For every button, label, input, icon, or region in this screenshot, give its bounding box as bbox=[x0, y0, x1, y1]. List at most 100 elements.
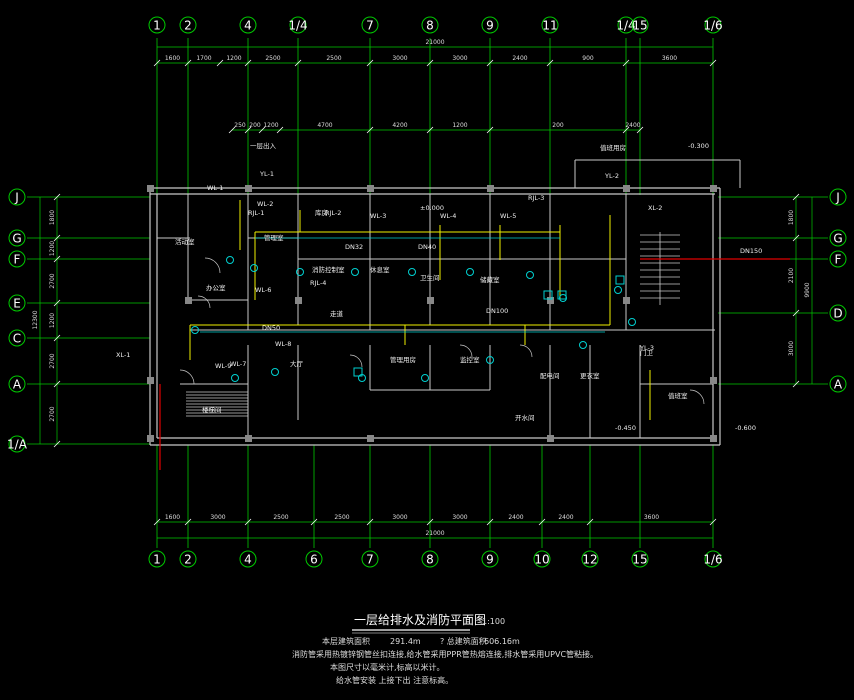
dim-top-tick-6 bbox=[426, 59, 434, 67]
axis-left-5-label: A bbox=[13, 378, 22, 392]
axis-top-8-label: 1/4 bbox=[616, 19, 635, 33]
axis-top-6-label: 9 bbox=[486, 19, 494, 33]
axis-bottom-1-label: 2 bbox=[184, 553, 192, 567]
axis-left-1-circle bbox=[8, 229, 26, 247]
dim-left-tick-5 bbox=[53, 380, 61, 388]
axis-bottom-8-circle bbox=[581, 550, 599, 568]
column-14 bbox=[295, 297, 302, 304]
dim-left-tick-3 bbox=[53, 299, 61, 307]
fixture-5 bbox=[559, 294, 567, 302]
room-label-8: 门卫 bbox=[640, 348, 654, 357]
axis-left-0-label: J bbox=[14, 191, 19, 205]
room-label-6: 储藏室 bbox=[480, 275, 500, 284]
dim-left-text-3: 1200 bbox=[49, 313, 56, 328]
axis-top-3-circle bbox=[289, 16, 307, 34]
dim-top-text-5: 3000 bbox=[392, 55, 407, 62]
room-label-7: 楼梯间 bbox=[202, 405, 222, 414]
dim-right-total: 9900 bbox=[804, 282, 811, 297]
dim-top-tick-7 bbox=[486, 59, 494, 67]
fixture-box-2 bbox=[353, 367, 363, 377]
dim-top-text-1: 1700 bbox=[196, 55, 211, 62]
axis-right-0-label: J bbox=[835, 191, 840, 205]
dim-top-text-3: 2500 bbox=[265, 55, 280, 62]
dim-top-text-8: 900 bbox=[582, 55, 594, 62]
column-10 bbox=[367, 435, 374, 442]
dim-left-total: 12300 bbox=[32, 310, 39, 329]
axis-bottom-7-label: 10 bbox=[534, 553, 549, 567]
elevation-2: -0.600 bbox=[735, 424, 756, 432]
axis-bottom-4-label: 7 bbox=[366, 553, 374, 567]
dim-top-tick-3 bbox=[244, 59, 252, 67]
column-0 bbox=[147, 185, 154, 192]
title-block: 一层给排水及消防平面图 1:100 本层建筑面积 291.4m ? 总建筑面积 … bbox=[292, 612, 598, 685]
dim-top-text-4: 2500 bbox=[326, 55, 341, 62]
room-label-10: 配电间 bbox=[540, 371, 560, 380]
room-label-2: 管理室 bbox=[264, 233, 284, 242]
room-label-13: 大厅 bbox=[290, 359, 304, 368]
dim-top-tick-5 bbox=[366, 59, 374, 67]
elevation-1: -0.450 bbox=[615, 424, 636, 432]
axis-top-1-label: 2 bbox=[184, 19, 192, 33]
column-3 bbox=[487, 185, 494, 192]
axis-top-0-circle bbox=[148, 16, 166, 34]
axis-right-1-circle bbox=[829, 229, 847, 247]
dim-top-inner-tick-5 bbox=[426, 126, 434, 134]
fixture-16 bbox=[486, 356, 494, 364]
drawing-title: 一层给排水及消防平面图 bbox=[354, 612, 486, 627]
area-label-1: 本层建筑面积 bbox=[322, 636, 370, 646]
pipes-layer bbox=[159, 200, 790, 470]
pipe-tag-9: YL-1 bbox=[259, 170, 274, 178]
dim-bottom-text-4: 3000 bbox=[392, 514, 407, 521]
axis-left-5-circle bbox=[8, 375, 26, 393]
axis-top-2-circle bbox=[239, 16, 257, 34]
axis-bottom-0-circle bbox=[148, 550, 166, 568]
dim-top-tick-1 bbox=[184, 59, 192, 67]
pipe-tag-15: RJL-4 bbox=[310, 279, 326, 287]
axis-right-2-circle bbox=[829, 250, 847, 268]
fixture-14 bbox=[226, 256, 234, 264]
room-label-3: 消防控制室 bbox=[312, 265, 345, 274]
axis-top-9-label: 15 bbox=[632, 19, 647, 33]
fixture-9 bbox=[271, 368, 279, 376]
labels-layer: 活动室办公室管理室消防控制室休息室卫生间储藏室楼梯间门卫值班室配电间更衣室走道大… bbox=[116, 141, 762, 432]
axis-right-1-label: G bbox=[833, 232, 842, 246]
dim-top-inner-text-2: 1200 bbox=[263, 122, 278, 129]
dim-left-tick-1 bbox=[53, 234, 61, 242]
dim-bottom-tick-7 bbox=[538, 518, 546, 526]
axis-right-4-circle bbox=[829, 375, 847, 393]
dim-left-text-1: 1200 bbox=[49, 241, 56, 256]
drawing-scale: 1:100 bbox=[482, 617, 505, 626]
column-2 bbox=[367, 185, 374, 192]
dim-top-inner-tick-0 bbox=[228, 126, 236, 134]
elevation-3: ±0.000 bbox=[420, 204, 444, 212]
dim-bottom-tick-0 bbox=[153, 518, 161, 526]
dim-top-inner-tick-1 bbox=[244, 126, 252, 134]
axis-top-0-label: 1 bbox=[153, 19, 161, 33]
door-5 bbox=[519, 344, 533, 358]
room-label-4: 休息室 bbox=[370, 265, 390, 274]
axis-left-0-circle bbox=[8, 188, 26, 206]
pipe-tag-18: DN32 bbox=[345, 243, 363, 251]
dim-right-tick-2 bbox=[792, 309, 800, 317]
dim-bottom-tick-6 bbox=[486, 518, 494, 526]
pipe-tag-19: DN40 bbox=[418, 243, 436, 251]
column-17 bbox=[623, 297, 630, 304]
pipe-tag-7: WL-8 bbox=[275, 340, 291, 348]
axis-top-9-circle bbox=[631, 16, 649, 34]
dim-bottom-text-5: 3000 bbox=[452, 514, 467, 521]
dim-bottom-tick-9 bbox=[709, 518, 717, 526]
area-value-2: 606.16m bbox=[484, 637, 520, 646]
dim-bottom-text-0: 1600 bbox=[165, 514, 180, 521]
axis-left-3-label: E bbox=[13, 297, 21, 311]
dim-top-text-6: 3000 bbox=[452, 55, 467, 62]
pipe-tag-21: DN100 bbox=[486, 307, 508, 315]
axis-bottom-2-label: 4 bbox=[244, 553, 252, 567]
dim-top-inner-text-6: 200 bbox=[552, 122, 564, 129]
dim-bottom-text-2: 2500 bbox=[273, 514, 288, 521]
dim-top-tick-10 bbox=[709, 59, 717, 67]
dim-bottom-tick-2 bbox=[244, 518, 252, 526]
column-4 bbox=[623, 185, 630, 192]
dim-top-inner-tick-3 bbox=[276, 126, 284, 134]
note-3: 给水管安装 上接下出 注意标高。 bbox=[336, 675, 453, 685]
